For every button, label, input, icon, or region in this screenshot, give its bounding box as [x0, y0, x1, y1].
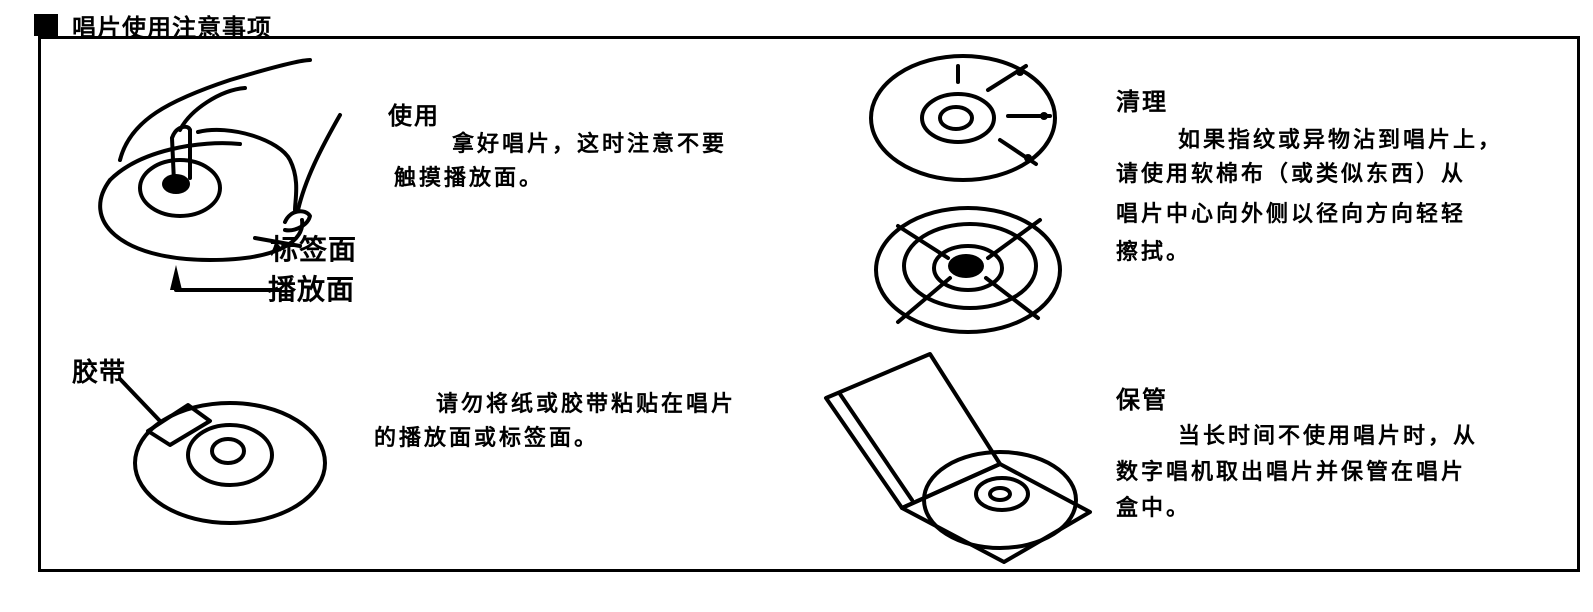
disc-with-tape-icon [118, 377, 327, 525]
storage-text-line2: 数字唱机取出唱片并保管在唱片 [1116, 460, 1467, 485]
storage-text-line1: 当长时间不使用唱片时，从 [1178, 424, 1479, 449]
tape-label: 胶带 [72, 358, 127, 388]
disc-case-icon [824, 352, 1092, 564]
notice-frame [38, 36, 1580, 572]
clean-text-line1: 如果指纹或异物沾到唱片上， [1178, 128, 1504, 153]
use-heading: 使用 [388, 102, 440, 130]
clean-text-line2: 请使用软棉布（或类似东西）从 [1116, 162, 1467, 187]
tape-text-line1: 请勿将纸或胶带粘贴在唱片 [436, 392, 737, 417]
square-bullet-icon [34, 14, 58, 36]
disc-radial-wipe-icon [869, 54, 1057, 182]
storage-text-line3: 盒中。 [1116, 496, 1192, 521]
tape-text-line2: 的播放面或标签面。 [374, 426, 600, 451]
clean-text-line4: 擦拭。 [1116, 240, 1192, 265]
label-side-label: 标签面 [270, 233, 358, 266]
clean-heading: 清理 [1116, 88, 1168, 116]
storage-heading: 保管 [1116, 386, 1168, 414]
hand-holding-disc-icon [98, 58, 342, 292]
disc-circular-wipe-icon [874, 206, 1062, 334]
use-text-line2: 触摸播放面。 [394, 166, 545, 191]
play-side-label: 播放面 [268, 273, 356, 306]
clean-text-line3: 唱片中心向外侧以径向方向轻轻 [1116, 202, 1467, 227]
use-text-line1: 拿好唱片，这时注意不要 [452, 132, 728, 157]
